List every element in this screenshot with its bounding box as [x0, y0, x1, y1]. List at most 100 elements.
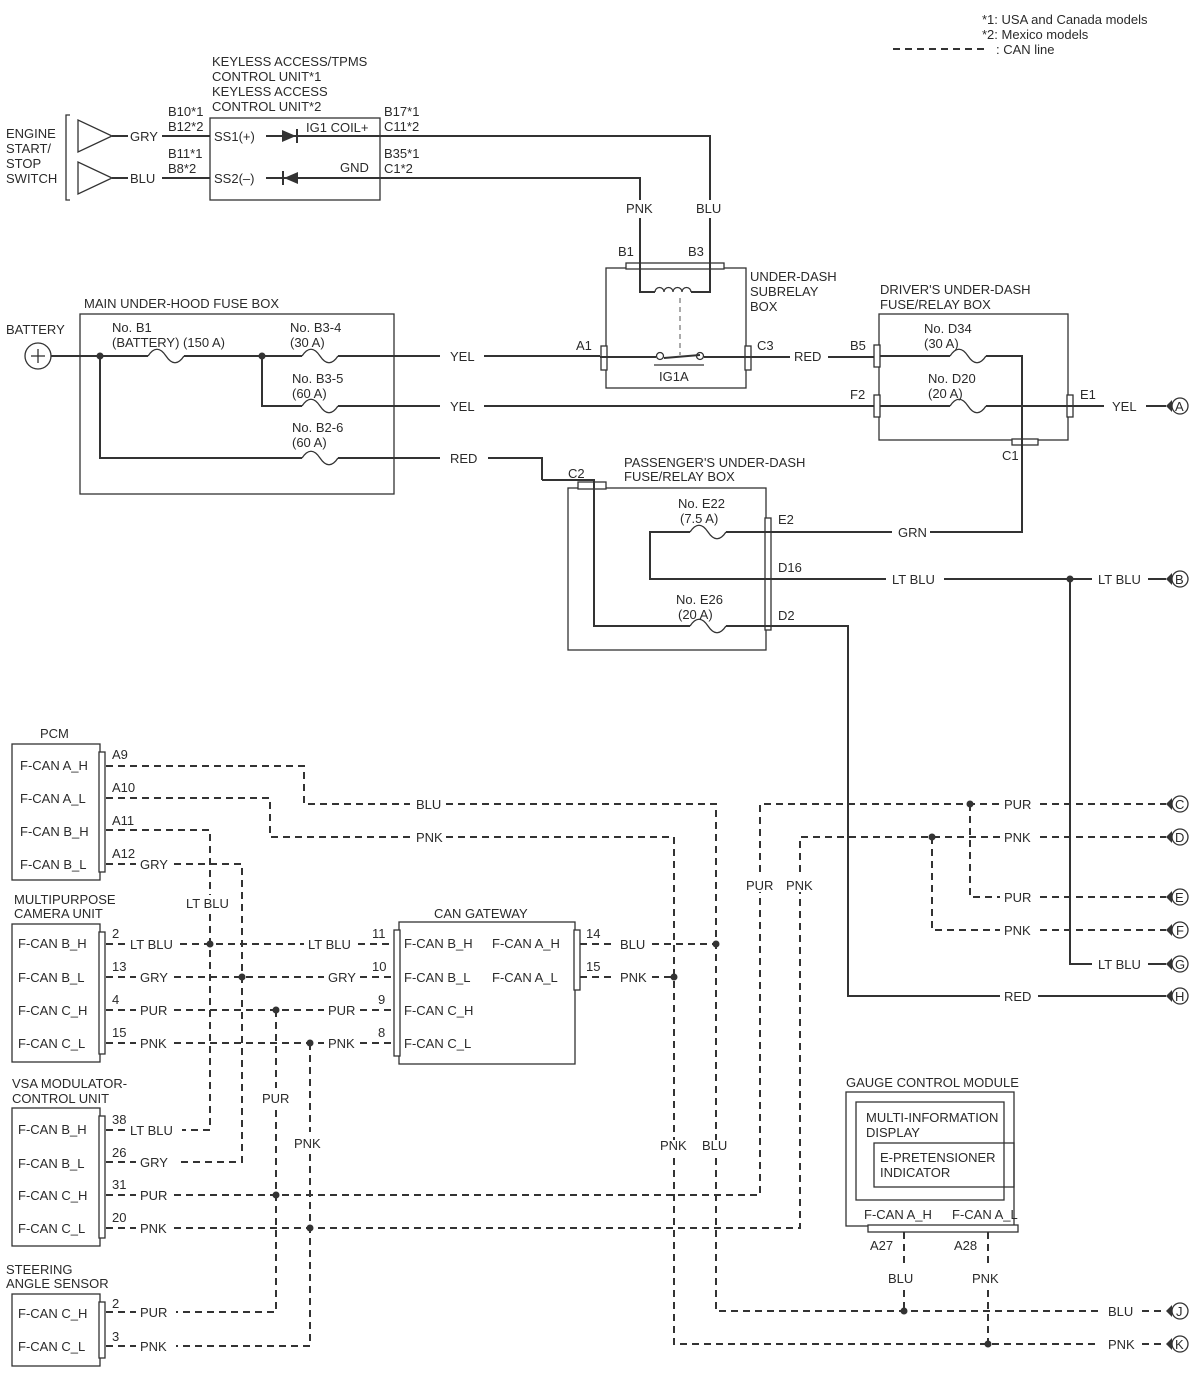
engine-start-stop-switch: ENGINE START/ STOP SWITCH GRY BLU [6, 114, 210, 201]
conn-c3: C3 [757, 338, 774, 353]
conn-a12: A12 [112, 846, 135, 861]
pcm-label: PCM [40, 726, 69, 741]
conn-d2: D2 [778, 608, 795, 623]
terminal-f [1171, 921, 1189, 939]
epret-label-1: E-PRETENSIONER [880, 1150, 996, 1165]
steering-pin-1: F-CAN C_H [18, 1306, 87, 1321]
conn-f2: F2 [850, 387, 865, 402]
subrelay-label-1: UNDER-DASH [750, 269, 837, 284]
conn-b5: B5 [850, 338, 866, 353]
terminal-h [1171, 987, 1189, 1005]
wire-label-pnk: PNK [140, 1339, 167, 1354]
wire-label-red: RED [450, 451, 477, 466]
wire-label-ltblu: LT BLU [1098, 572, 1141, 587]
wire-label-blu: BLU [702, 1138, 727, 1153]
camera-label-1: MULTIPURPOSE [14, 892, 116, 907]
conn-c1: C1 [1002, 448, 1019, 463]
driver-box-label-1: DRIVER'S UNDER-DASH [880, 282, 1031, 297]
passenger-box-label-1: PASSENGER'S UNDER-DASH [624, 455, 805, 470]
wire-label-pur: PUR [746, 878, 773, 893]
fuse-d20-icon [949, 398, 987, 414]
wire-label-pnk: PNK [140, 1036, 167, 1051]
gateway-pin-num-3: 9 [378, 992, 385, 1007]
wire-label-pur: PUR [1004, 890, 1031, 905]
engine-start-label-4: SWITCH [6, 171, 57, 186]
wire-label-pnk: PNK [660, 1138, 687, 1153]
gateway-pin-num-1: 11 [372, 926, 386, 941]
wire-label-pnk: PNK [328, 1036, 355, 1051]
battery-label: BATTERY [6, 322, 65, 337]
fuse-b3-4-rating: (30 A) [290, 335, 325, 350]
wire-label-pur: PUR [140, 1188, 167, 1203]
conn-a1: A1 [576, 338, 592, 353]
epret-label-2: INDICATOR [880, 1165, 950, 1180]
terminal-b [1171, 570, 1189, 588]
fuse-b1-icon [147, 348, 185, 364]
terminal-g-label: G [1175, 957, 1185, 972]
wire-label-blu: BLU [1108, 1304, 1133, 1319]
wire-label-ltblu: LT BLU [308, 937, 351, 952]
wire-label-gry: GRY [130, 129, 158, 144]
wire-label-pur: PUR [262, 1091, 289, 1106]
engine-start-label-1: ENGINE [6, 126, 56, 141]
pcm-pin-fcan-a-h: F-CAN A_H [20, 758, 88, 773]
gateway-pin-num-4: 8 [378, 1025, 385, 1040]
fuse-e26-rating: (20 A) [678, 607, 713, 622]
wire-label-pnk: PNK [786, 878, 813, 893]
diode-icon [282, 130, 296, 142]
camera-pin-3: F-CAN C_H [18, 1003, 87, 1018]
fuse-d34-icon [949, 348, 987, 364]
vsa-pin-num-2: 26 [112, 1145, 126, 1160]
wire-label-pnk: PNK [1004, 830, 1031, 845]
steering-label-1: STEERING [6, 1262, 72, 1277]
wire-label-pnk: PNK [620, 970, 647, 985]
conn-c11: C11*2 [384, 119, 419, 134]
wire-label-ltblu: LT BLU [1098, 957, 1141, 972]
fuse-b3-5-icon [301, 398, 339, 414]
vsa-pin-3: F-CAN C_H [18, 1188, 87, 1203]
gateway-pin-4: F-CAN C_L [404, 1036, 471, 1051]
wire-label-gry: GRY [140, 857, 168, 872]
gateway-pin-1: F-CAN B_H [404, 936, 473, 951]
wire-label-ltblu: LT BLU [130, 937, 173, 952]
keyless-box [209, 117, 381, 201]
gateway-label: CAN GATEWAY [434, 906, 528, 921]
terminal-d [1171, 828, 1189, 846]
terminal-j-label: J [1176, 1304, 1183, 1319]
wire-label-gry: GRY [328, 970, 356, 985]
wire-label-grn: GRN [898, 525, 927, 540]
fuse-b2-6-rating: (60 A) [292, 435, 327, 450]
vsa-pin-1: F-CAN B_H [18, 1122, 87, 1137]
terminal-c-label: C [1175, 797, 1184, 812]
multipurpose-camera-unit: MULTIPURPOSE CAMERA UNIT F-CAN B_H F-CAN… [11, 892, 126, 1063]
epret-box [873, 1142, 1015, 1188]
terminal-d-label: D [1175, 830, 1184, 845]
fuse-b2-6-icon [301, 450, 339, 466]
legend: *1: USA and Canada models *2: Mexico mod… [893, 12, 1148, 57]
gauge-label: GAUGE CONTROL MODULE [846, 1075, 1019, 1090]
fuse-e26-name: No. E26 [676, 592, 723, 607]
wire-label-blu: BLU [620, 937, 645, 952]
wire-label-pnk: PNK [416, 830, 443, 845]
relay-contact-icon [655, 351, 665, 361]
steering-pin-num-2: 3 [112, 1329, 119, 1344]
conn-b10: B10*1 [168, 104, 203, 119]
conn-b11: B11*1 [168, 146, 202, 161]
wire-label-blu: BLU [696, 201, 721, 216]
fuse-e26-icon [689, 618, 727, 634]
camera-pin-num-2: 13 [112, 959, 126, 974]
steering-pin-2: F-CAN C_L [18, 1339, 85, 1354]
camera-pin-num-4: 15 [112, 1025, 126, 1040]
steering-pin-num-1: 2 [112, 1296, 119, 1311]
camera-pin-1: F-CAN B_H [18, 936, 87, 951]
wire-label-pur: PUR [1004, 797, 1031, 812]
engine-start-bracket [65, 114, 70, 201]
gateway-pin-3: F-CAN C_H [404, 1003, 473, 1018]
keyless-label-3: KEYLESS ACCESS [212, 84, 328, 99]
conn-sub-b3: B3 [688, 244, 704, 259]
conn-sub-b1: B1 [618, 244, 634, 259]
conn-d16: D16 [778, 560, 802, 575]
wire-label-pur: PUR [140, 1305, 167, 1320]
fuse-b3-4-name: No. B3-4 [290, 320, 341, 335]
pcm: PCM F-CAN A_H F-CAN A_L F-CAN B_H F-CAN … [11, 726, 135, 881]
